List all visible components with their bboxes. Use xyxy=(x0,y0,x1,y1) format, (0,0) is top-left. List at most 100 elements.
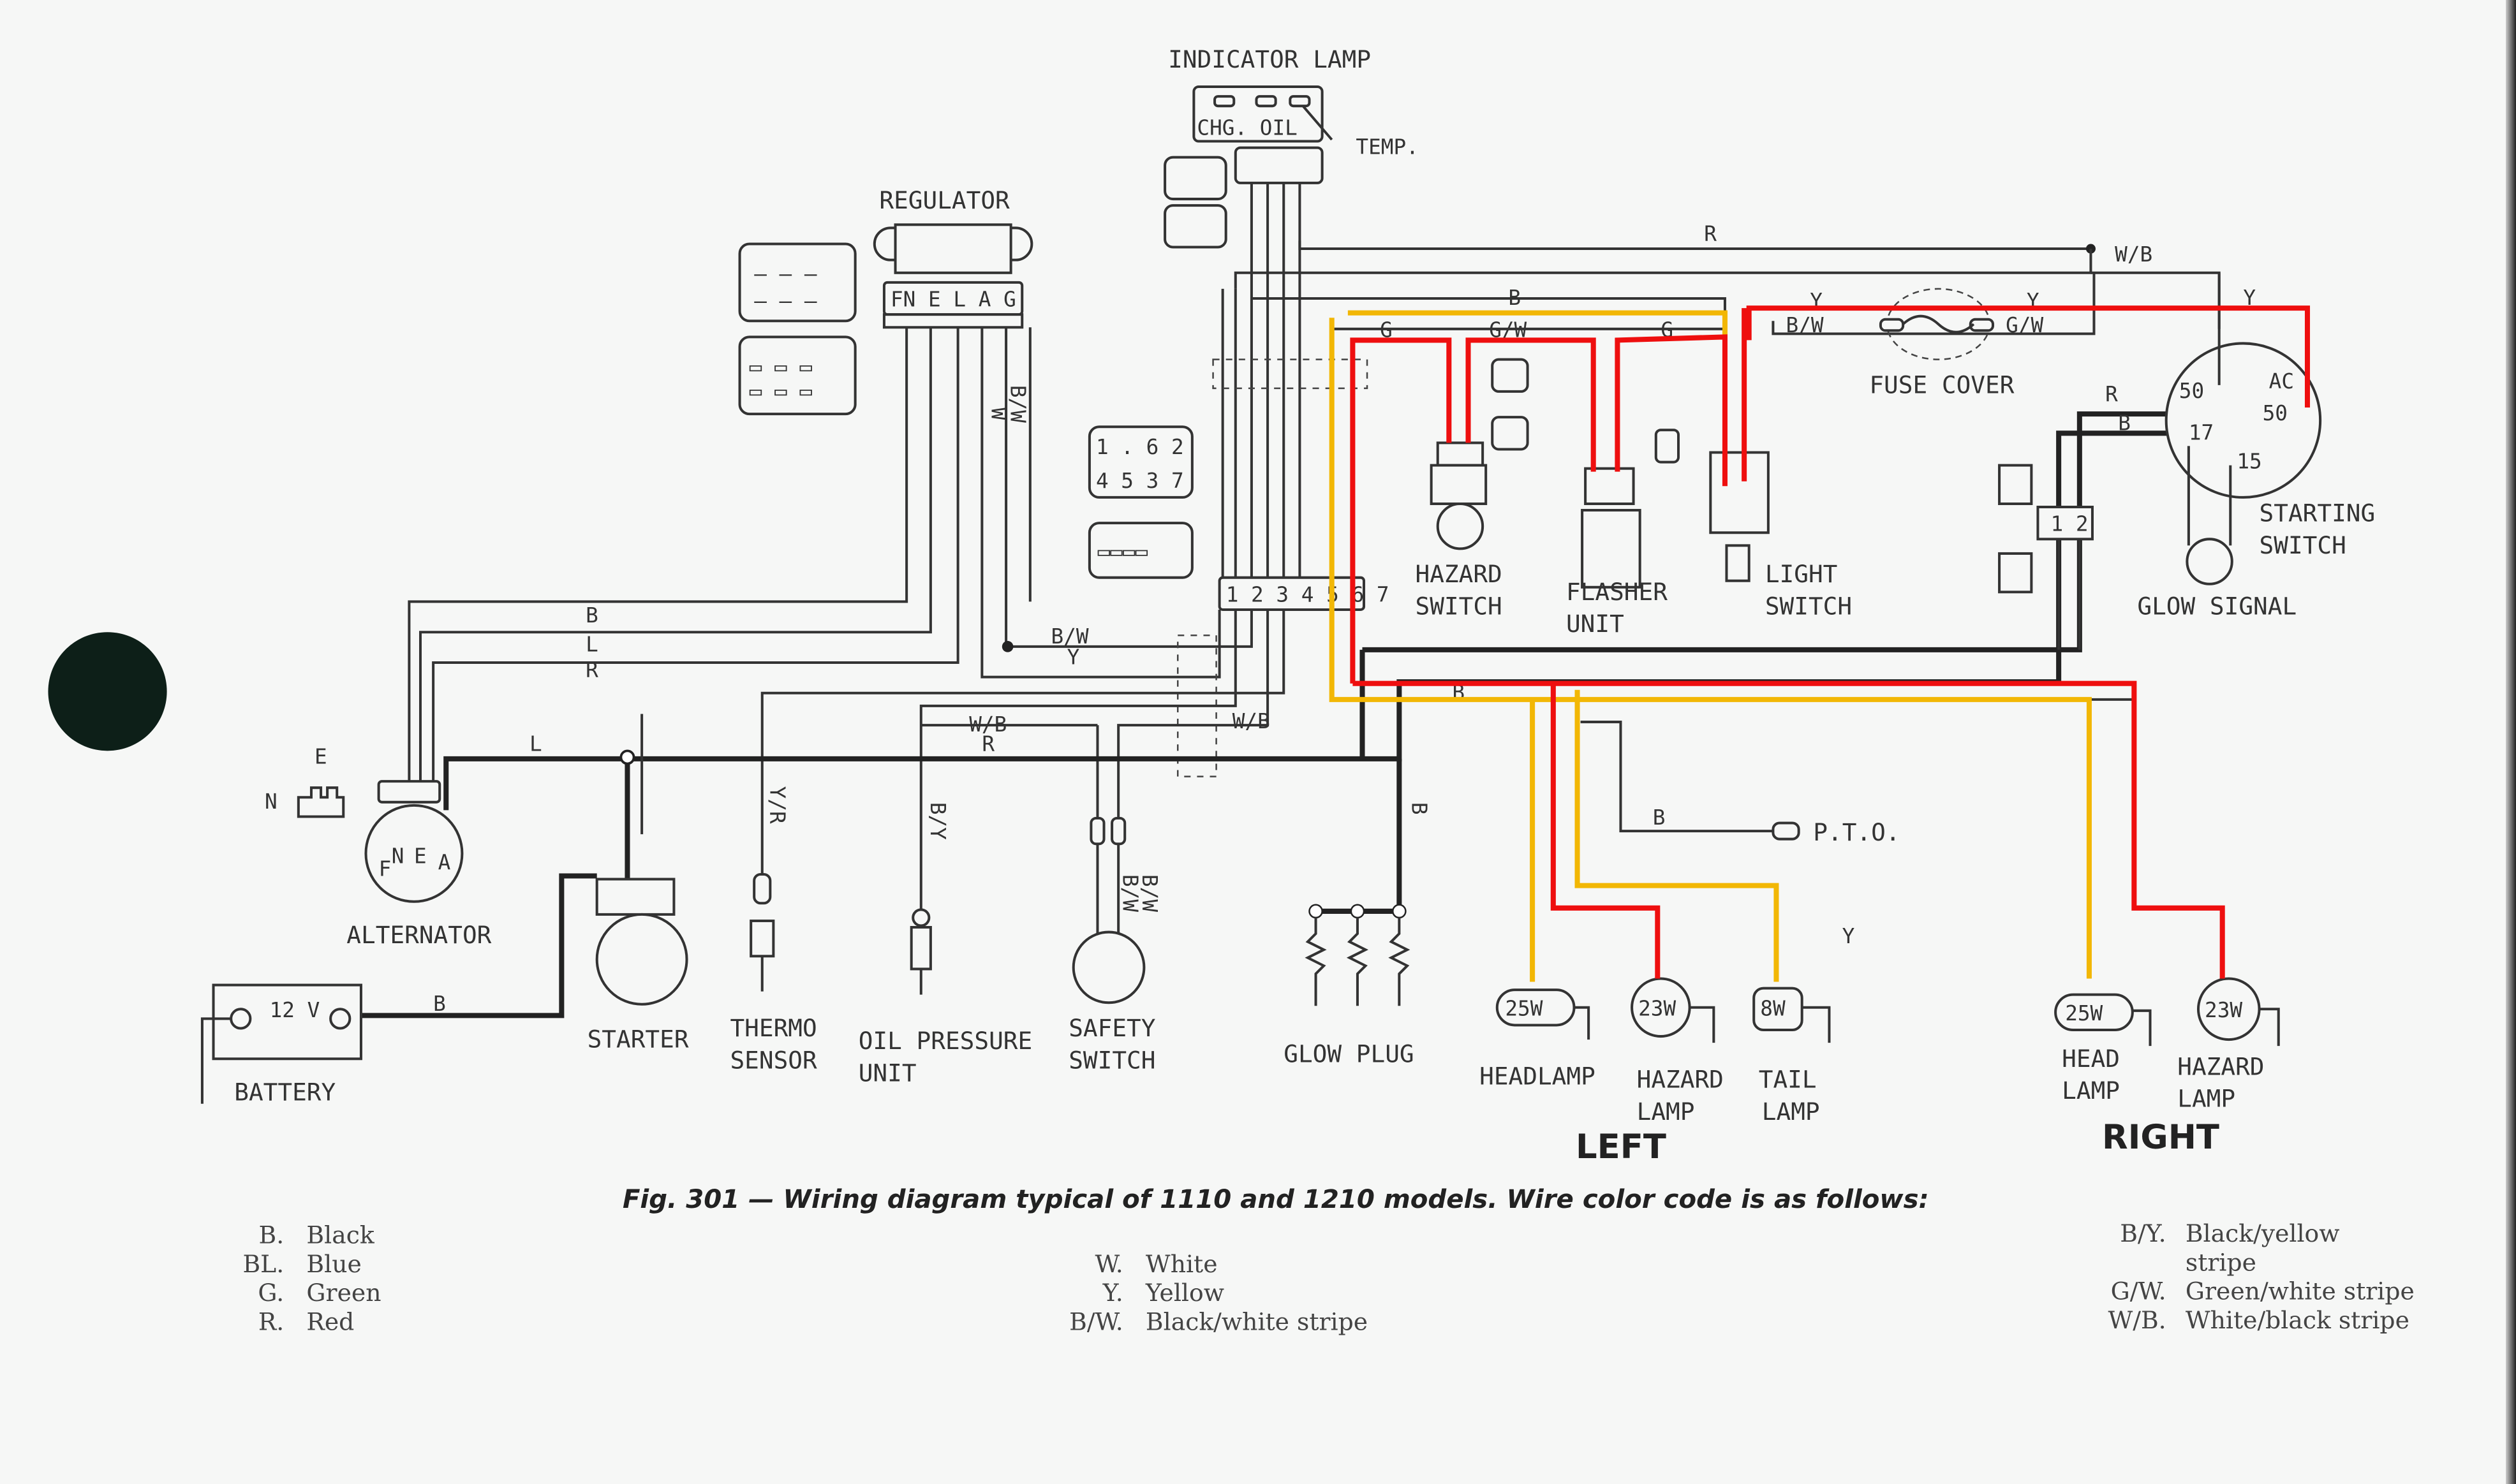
wire-label: B xyxy=(2118,411,2131,435)
wire-label: B/W xyxy=(1137,874,1162,912)
legend-name: Green/white stripe xyxy=(2186,1277,2415,1305)
left-group-label: LEFT xyxy=(1576,1128,1666,1166)
alt-terminal-n: N xyxy=(392,844,404,868)
legend-name: Green xyxy=(306,1279,381,1307)
starting-switch-label-1: STARTING xyxy=(2260,499,2376,527)
legend-code: G/W. xyxy=(2111,1277,2166,1305)
highlight-red-circuit xyxy=(1350,305,2311,979)
page-edge-shadow xyxy=(2506,0,2516,1484)
legend-name: White/black stripe xyxy=(2186,1306,2409,1334)
legend-code: Y. xyxy=(1102,1279,1123,1307)
wire-label: R xyxy=(586,658,598,682)
battery-label: BATTERY xyxy=(234,1078,336,1106)
color-code-legend: B.BlackBL.BlueG.GreenR.RedW.WhiteY.Yello… xyxy=(242,1219,2414,1335)
wire-label: Y/R xyxy=(765,786,789,824)
svg-text:▭▭▭▭: ▭▭▭▭ xyxy=(1097,539,1148,563)
terminal-50: 50 xyxy=(2179,379,2204,403)
wire-label: B/W xyxy=(1786,313,1824,337)
wire-label: R xyxy=(2105,382,2118,406)
tail-lamp-label-2: LAMP xyxy=(1762,1098,1820,1126)
pto-connector xyxy=(1772,821,1800,841)
svg-text:— — —: — — — xyxy=(754,261,817,286)
indicator-lamp-label: INDICATOR LAMP xyxy=(1168,45,1371,73)
safety-switch: B/W B/W SAFETY SWITCH xyxy=(1069,816,1162,1074)
hazard-switch-label-2: SWITCH xyxy=(1415,592,1502,621)
legend-name: Black/yellow xyxy=(2186,1219,2340,1247)
alternator: N E A F ALTERNATOR E N xyxy=(265,744,492,949)
fuse-cover-label: FUSE COVER xyxy=(1869,371,2014,399)
wire-label: B/W xyxy=(1006,385,1030,423)
wire-label: B/W xyxy=(1051,624,1089,649)
starting-switch: 50 50 AC 17 15 STARTING SWITCH GLOW SIGN… xyxy=(1998,272,2376,650)
starter: STARTER xyxy=(588,714,689,1054)
oil-pressure-label-2: UNIT xyxy=(859,1059,917,1087)
connector-top-numbers: 1 . 6 2 xyxy=(1096,435,1184,459)
left-hazard-lamp: 23W HAZARD LAMP xyxy=(1631,977,1724,1126)
bulb-rating: 23W xyxy=(2205,998,2242,1022)
right-hazard-lamp: 23W HAZARD LAMP xyxy=(2177,977,2280,1113)
fuse-cover: FUSE COVER xyxy=(1869,288,2015,399)
alt-plug-n: N xyxy=(265,790,278,814)
wire-label: B/W xyxy=(1118,874,1143,912)
main-harness: 1 2 3 4 5 6 7 xyxy=(1212,182,1389,611)
right-head-label-1: HEAD xyxy=(2062,1045,2120,1073)
terminal-15: 15 xyxy=(2237,450,2261,474)
safety-label-1: SAFETY xyxy=(1069,1014,1156,1042)
legend-code: W. xyxy=(1095,1250,1123,1278)
left-hazard-label-2: LAMP xyxy=(1637,1098,1695,1126)
alt-terminal-e: E xyxy=(414,844,427,868)
terminal-50b: 50 xyxy=(2263,401,2288,425)
connector-block-7: 1 . 6 2 4 5 3 7 ▭▭▭▭ xyxy=(1088,425,1194,579)
svg-text:— — —: — — — xyxy=(754,289,817,313)
wire-label: L xyxy=(586,632,598,656)
tail-lamp: 8W TAIL LAMP xyxy=(1752,987,1831,1126)
highlight-yellow-circuit xyxy=(1329,310,2092,982)
light-switch: LIGHT SWITCH xyxy=(1709,451,1852,621)
legend-name: White xyxy=(1146,1250,1218,1278)
wire-label: G/W xyxy=(2006,313,2043,337)
flasher-label-2: UNIT xyxy=(1566,610,1624,638)
glow-plug-label: GLOW PLUG xyxy=(1284,1040,1414,1068)
starter-label: STARTER xyxy=(588,1025,689,1054)
flasher-unit: FLASHER UNIT xyxy=(1566,429,1680,638)
safety-label-2: SWITCH xyxy=(1069,1046,1155,1074)
wire-label: Y xyxy=(2243,286,2256,310)
battery: 12 V BATTERY xyxy=(200,983,362,1106)
regulator-terminal-labels: FN E L A G xyxy=(891,288,1016,312)
pto-label: P.T.O. xyxy=(1813,818,1900,846)
bulb-rating: 25W xyxy=(2065,1001,2103,1025)
right-hazard-label-2: LAMP xyxy=(2177,1085,2235,1113)
oil-pressure-label-1: OIL PRESSURE xyxy=(859,1027,1033,1055)
light-switch-label-2: SWITCH xyxy=(1765,592,1852,621)
oil-pressure-unit: B/Y OIL PRESSURE UNIT xyxy=(859,802,1033,1087)
wire-label: B xyxy=(433,992,446,1016)
legend-name: Yellow xyxy=(1145,1279,1224,1307)
legend-name: Black xyxy=(306,1221,374,1249)
legend-code: B/W. xyxy=(1069,1307,1123,1335)
legend-code: R. xyxy=(258,1307,284,1335)
legend-name: stripe xyxy=(2186,1248,2256,1276)
punch-hole xyxy=(48,632,167,751)
wire-label: W/B xyxy=(969,712,1007,737)
legend-code: BL. xyxy=(242,1250,284,1278)
wire-label: B xyxy=(1407,802,1431,815)
left-headlamp: 25W HEADLAMP xyxy=(1479,988,1595,1091)
bulb-rating: 8W xyxy=(1760,996,1786,1020)
wire-label: Y xyxy=(1842,924,1855,948)
svg-text:▭ ▭ ▭: ▭ ▭ ▭ xyxy=(750,355,813,379)
left-headlamp-label: HEADLAMP xyxy=(1479,1062,1595,1091)
wire-label: B xyxy=(586,603,598,628)
wire-label: L xyxy=(529,731,542,756)
harness-connector-label: 1 2 3 4 5 6 7 xyxy=(1226,582,1389,606)
wire-label: W/B xyxy=(2115,242,2152,267)
hazard-switch: HAZARD SWITCH xyxy=(1415,358,1529,621)
left-hazard-label-1: HAZARD xyxy=(1637,1066,1724,1094)
wire-label: B/Y xyxy=(926,802,950,840)
legend-code: G. xyxy=(258,1279,284,1307)
wire-label: W xyxy=(986,408,1010,420)
wire-label: Y xyxy=(1067,645,1080,670)
legend-name: Red xyxy=(306,1307,354,1335)
harness-connector-7pin xyxy=(1218,576,1366,611)
wire-label: R xyxy=(982,731,995,756)
